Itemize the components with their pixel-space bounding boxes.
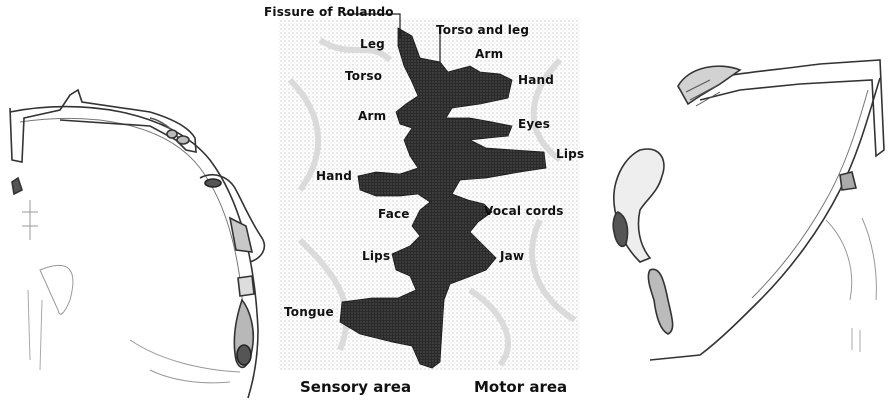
lips-motor-label: Lips: [556, 148, 584, 160]
sensory-area-caption: Sensory area: [300, 380, 411, 395]
arm-sensory-label: Arm: [358, 110, 386, 122]
hand-sensory-label: Hand: [316, 170, 352, 182]
jaw-label: Jaw: [500, 250, 524, 262]
fissure-of-rolando-label: Fissure of Rolando: [264, 6, 394, 18]
face-label: Face: [378, 208, 410, 220]
torso-label: Torso: [345, 70, 382, 82]
leg-label: Leg: [360, 38, 385, 50]
vocal-cords-label: Vocal cords: [484, 205, 564, 217]
left-brain-outline: [10, 90, 264, 398]
motor-area-caption: Motor area: [474, 380, 567, 395]
tongue-label: Tongue: [284, 306, 334, 318]
arm-motor-label: Arm: [475, 48, 503, 60]
hand-motor-label: Hand: [518, 74, 554, 86]
motor-homunculus-drawing: [613, 60, 884, 360]
torso-and-leg-label: Torso and leg: [436, 24, 529, 36]
eyes-label: Eyes: [518, 118, 550, 130]
lips-sensory-label: Lips: [362, 250, 390, 262]
